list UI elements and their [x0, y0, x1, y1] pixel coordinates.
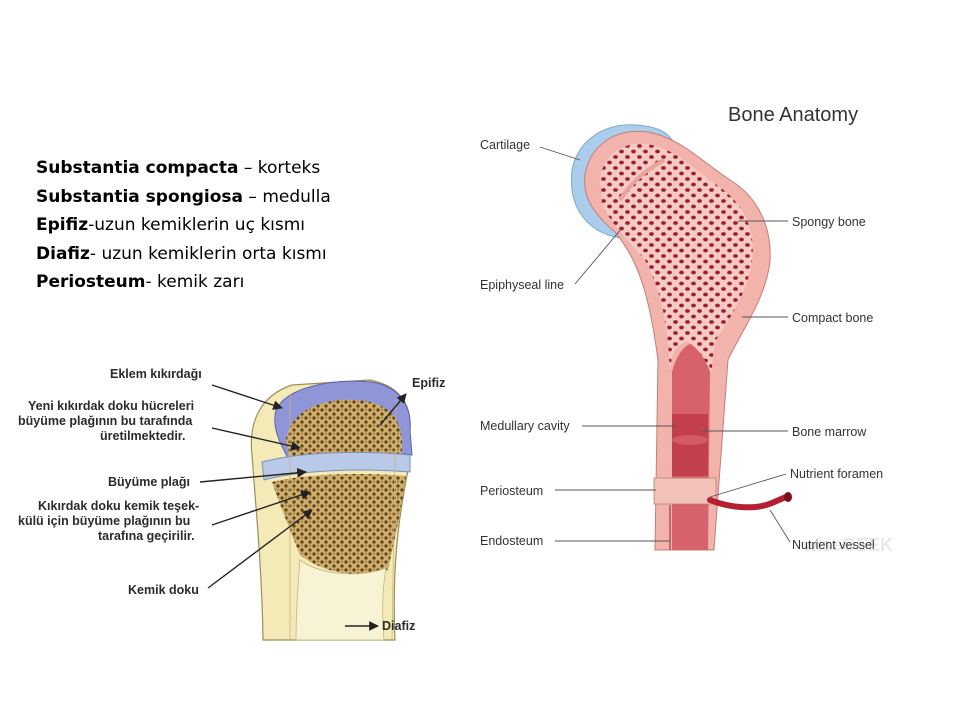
label-kikirdak-line2: külü için büyüme plağının bu: [18, 514, 190, 528]
arrow-epifiz: [379, 393, 407, 426]
label-spongy-bone: Spongy bone: [792, 215, 866, 229]
label-kikirdak-line3: tarafına geçirilir.: [98, 529, 195, 543]
right-spongy-bone: [600, 143, 753, 372]
label-medullary-cavity: Medullary cavity: [480, 419, 570, 433]
right-periosteum-band: [653, 477, 717, 505]
label-cartilage: Cartilage: [480, 138, 530, 152]
watermark-text: wiseGEEK: [802, 535, 893, 555]
left-medullary-canal: [295, 559, 387, 641]
label-periosteum: Periosteum: [480, 484, 543, 498]
term-item: Diafiz- uzun kemiklerin orta kısmı: [36, 240, 331, 269]
label-buyume-plagi: Büyüme plağı: [108, 475, 190, 489]
term-bold: Diafiz: [36, 243, 90, 264]
term-rest: -uzun kemiklerin uç kısmı: [88, 215, 306, 235]
right-leader-lines: [539, 146, 791, 543]
label-yeni-line3: üretilmektedir.: [100, 429, 185, 443]
label-epifiz: Epifiz: [412, 376, 445, 390]
right-bone-diagram: [570, 124, 792, 551]
right-labels: Cartilage Spongy bone Epiphyseal line Co…: [480, 138, 883, 552]
marrow-top: [672, 435, 708, 445]
label-kemik-doku: Kemik doku: [128, 583, 199, 597]
arrow-kikirdak: [211, 490, 311, 526]
arrow-yeni: [211, 427, 301, 451]
arrow-eklem: [211, 384, 283, 410]
label-yeni-line2: büyüme plağının bu tarafında: [18, 414, 193, 428]
term-item: Epifiz-uzun kemiklerin uç kısmı: [36, 211, 331, 240]
leader-epiphyseal: [574, 227, 623, 285]
right-nutrient-vessel: [707, 493, 791, 511]
leader-vessel: [769, 509, 791, 543]
left-cortex-line: [391, 399, 397, 641]
label-nutrient-vessel: Nutrient vessel: [792, 538, 875, 552]
left-labels: Eklem kıkırdağı Yeni kıkırdak doku hücre…: [18, 367, 445, 633]
term-bold: Epifiz: [36, 215, 89, 235]
arrow-buyume: [199, 467, 307, 483]
term-rest: - uzun kemiklerin orta kısmı: [89, 243, 327, 264]
label-diafiz: Diafiz: [382, 619, 415, 633]
label-epiphyseal-line: Epiphyseal line: [480, 278, 564, 292]
label-eklem-kikirdagi: Eklem kıkırdağı: [110, 367, 202, 381]
term-rest: - kemik zarı: [145, 272, 245, 292]
term-list: Substantia compacta – korteks Substantia…: [36, 154, 331, 297]
term-item: Substantia spongiosa – medulla: [36, 183, 331, 212]
label-endosteum: Endosteum: [480, 534, 543, 548]
label-nutrient-foramen: Nutrient foramen: [790, 467, 883, 481]
term-bold: Substantia compacta: [36, 158, 239, 178]
label-kikirdak-line1: Kıkırdak doku kemik teşek-: [38, 499, 199, 513]
label-compact-bone: Compact bone: [792, 311, 873, 325]
left-arrows: [199, 384, 407, 631]
leader-foramen: [709, 473, 787, 498]
right-epiphyseal-line: [618, 158, 665, 202]
term-bold: Periosteum: [36, 272, 146, 292]
vessel-end: [784, 492, 792, 502]
left-spongy-upper: [286, 399, 402, 462]
label-bone-marrow: Bone marrow: [792, 425, 867, 439]
label-yeni-line1: Yeni kıkırdak doku hücreleri: [28, 399, 194, 413]
bone-anatomy-title: Bone Anatomy: [728, 104, 858, 126]
arrow-kemik: [207, 509, 313, 589]
term-rest: – korteks: [238, 158, 321, 178]
term-bold: Substantia spongiosa: [36, 186, 244, 207]
leader-cartilage: [539, 146, 581, 161]
term-item: Periosteum- kemik zarı: [36, 268, 331, 297]
term-item: Substantia compacta – korteks: [36, 154, 331, 183]
term-rest: – medulla: [243, 186, 331, 207]
left-bone-diagram: [250, 379, 413, 641]
